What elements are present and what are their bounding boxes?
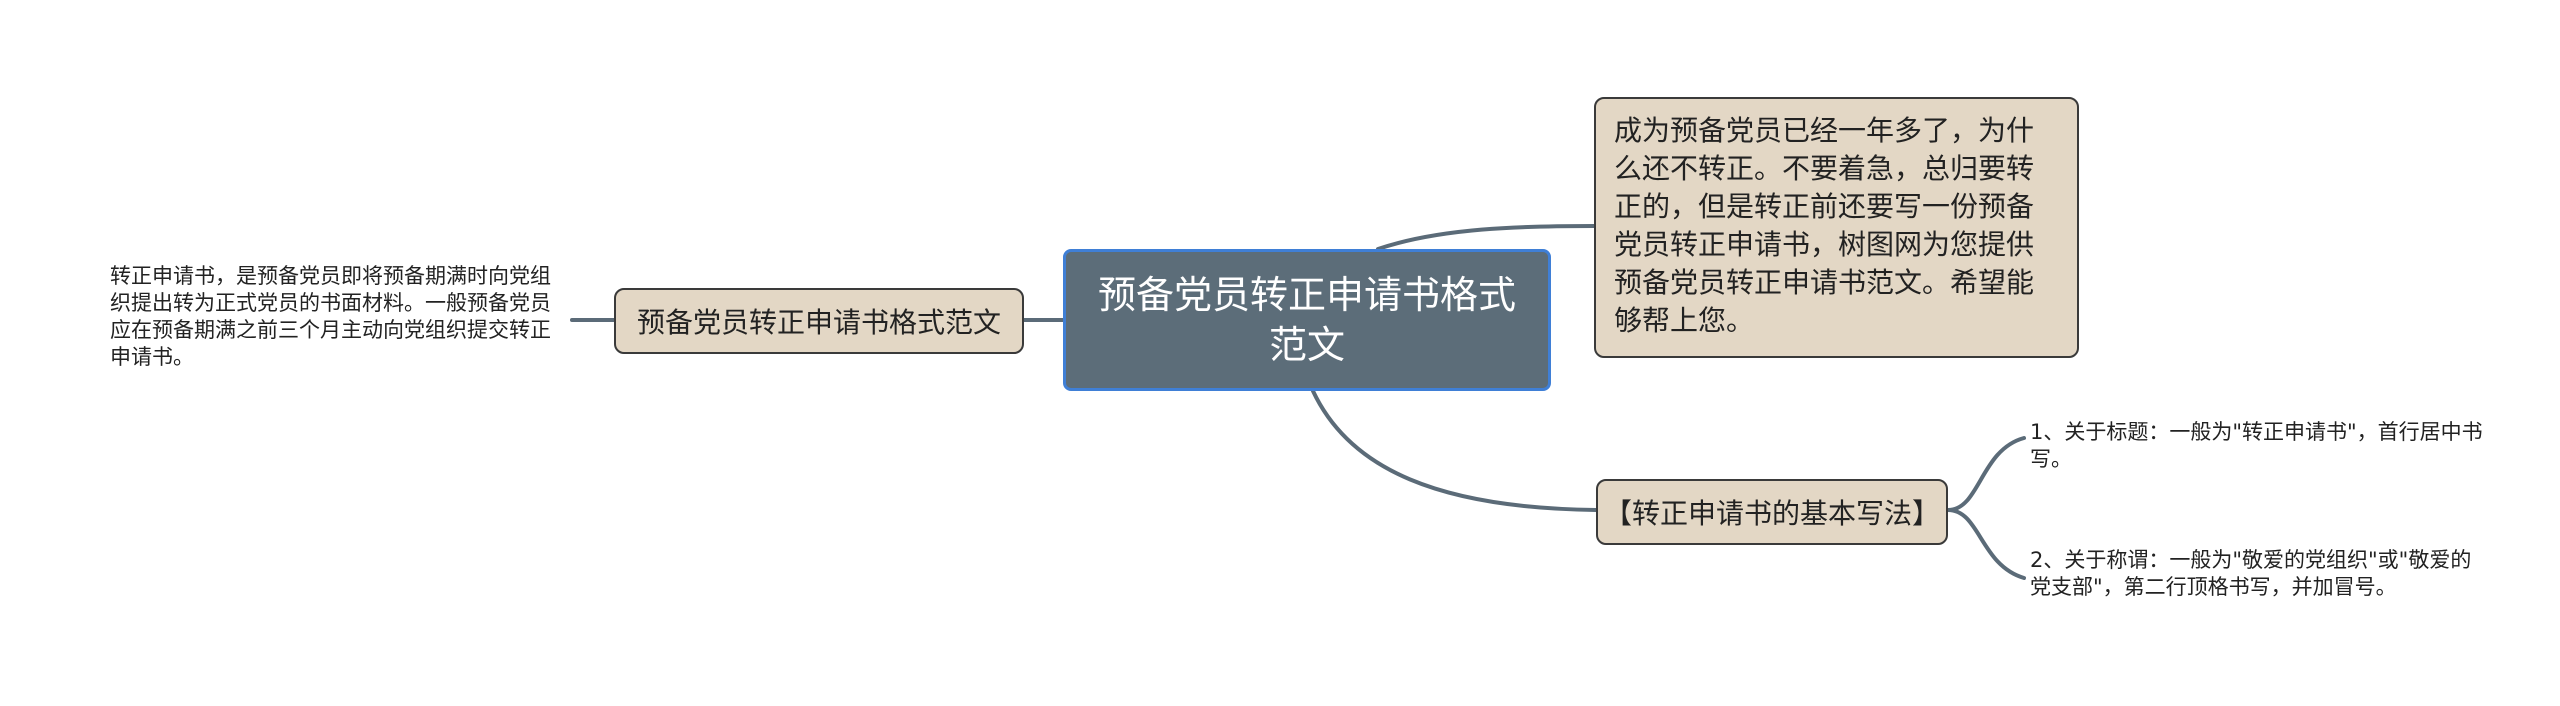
note-salutation-rule: 2、关于称谓：一般为"敬爱的党组织"或"敬爱的党支部"，第二行顶格书写，并加冒号… bbox=[2030, 548, 2472, 599]
topic-intro[interactable]: 成为预备党员已经一年多了，为什么还不转正。不要着急，总归要转正的，但是转正前还要… bbox=[1594, 97, 2079, 358]
note-format-sample: 转正申请书，是预备党员即将预备期满时向党组织提出转为正式党员的书面材料。一般预备… bbox=[110, 264, 551, 369]
topic-basic-writing[interactable]: 【转正申请书的基本写法】 bbox=[1596, 479, 1948, 545]
topic-format-sample-label: 预备党员转正申请书格式范文 bbox=[636, 306, 1001, 339]
connector-basic-to-note-2 bbox=[1946, 508, 2026, 580]
connector-root-to-intro bbox=[1376, 224, 1596, 251]
connector-root-to-basic bbox=[1311, 389, 1598, 512]
note-title-rule: 1、关于标题：一般为"转正申请书"，首行居中书写。 bbox=[2030, 420, 2483, 471]
root-topic[interactable]: 预备党员转正申请书格式范文 bbox=[1063, 249, 1551, 391]
topic-intro-label: 成为预备党员已经一年多了，为什么还不转正。不要着急，总归要转正的，但是转正前还要… bbox=[1614, 114, 2035, 337]
connector-basic-to-note-1 bbox=[1946, 436, 2026, 512]
topic-basic-writing-label: 【转正申请书的基本写法】 bbox=[1603, 497, 1940, 530]
topic-format-sample[interactable]: 预备党员转正申请书格式范文 bbox=[614, 288, 1024, 354]
root-topic-label: 预备党员转正申请书格式范文 bbox=[1097, 273, 1516, 367]
